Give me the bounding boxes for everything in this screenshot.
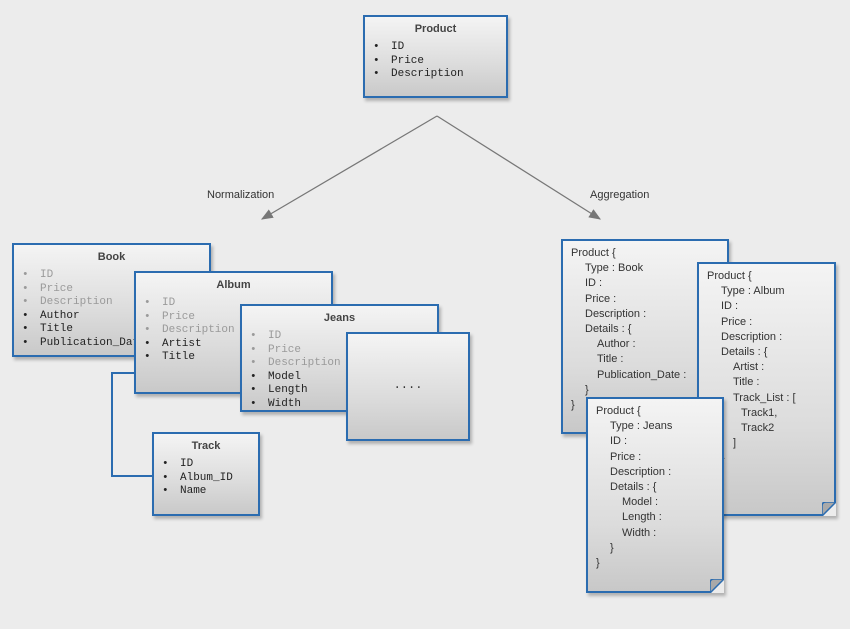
jeans-field-inherited: •ID: [250, 330, 282, 342]
jeans-field: •Model: [250, 370, 302, 383]
track-title: Track: [191, 440, 221, 452]
doc-line: Track1,: [741, 406, 778, 419]
doc-line: }: [610, 541, 614, 554]
normalization-arrow: [260, 115, 438, 220]
doc-line: Type : Album: [721, 285, 785, 298]
album-field-inherited: •Description: [144, 324, 235, 337]
book-field-inherited: •Price: [22, 282, 74, 295]
doc-line: Artist :: [733, 361, 765, 374]
album-field-list: •ID •Price •Description •Artist •Title: [136, 297, 331, 365]
track-entity: Track •ID •Album_ID •Name: [152, 432, 260, 516]
doc-line: Author :: [597, 338, 636, 351]
product-field: •Price: [373, 54, 425, 67]
book-field: •Author: [22, 309, 80, 322]
jeans-field-list: •ID •Price •Description •Model •Length •…: [242, 330, 437, 410]
product-field: •ID: [373, 41, 405, 53]
doc-line: Publication_Date :: [597, 368, 687, 381]
doc-line: Length :: [622, 511, 662, 524]
ellipsis-text: ....: [393, 378, 423, 392]
doc-line: Title :: [733, 376, 760, 389]
album-title: Album: [216, 279, 251, 291]
doc-line: }: [707, 451, 834, 466]
doc-line: Price :: [721, 315, 753, 328]
doc-line: }: [596, 557, 600, 570]
book-title: Book: [97, 251, 126, 263]
doc-line: ID :: [721, 300, 739, 313]
book-field-list: •ID •Price •Description •Author •Title •…: [14, 269, 209, 351]
doc-line: Title :: [597, 353, 624, 366]
album-field: •Title: [144, 351, 196, 364]
doc-line: Model :: [622, 496, 659, 509]
book-field-inherited: •ID: [22, 269, 54, 281]
doc-line: Details : {: [721, 346, 768, 359]
album-field: •Artist: [144, 337, 202, 350]
aggregation-arrow: [436, 115, 602, 220]
jeans-field-inherited: •Description: [250, 357, 341, 370]
jeans-field-inherited: •Price: [250, 343, 302, 356]
track-field: •Name: [162, 485, 207, 498]
track-field: •Album_ID: [162, 471, 233, 484]
book-field: •Publication_Date: [22, 336, 146, 349]
book-field: •Title: [22, 323, 74, 336]
jeans-document: Product { Type : Jeans ID : Price : Desc…: [586, 397, 724, 593]
jeans-title: Jeans: [323, 312, 356, 324]
track-field: •ID: [162, 458, 194, 470]
doc-line: Description :: [610, 465, 672, 478]
doc-line: Details : {: [610, 481, 657, 494]
product-title: Product: [414, 23, 457, 35]
album-document: Product { Type : Album ID : Price : Desc…: [697, 262, 836, 516]
doc-line: Product {: [707, 270, 752, 282]
album-field-inherited: •ID: [144, 297, 176, 309]
page-fold-icon: [822, 502, 836, 516]
doc-line: Description :: [721, 330, 783, 343]
doc-line: Product {: [571, 247, 616, 259]
doc-line: }: [571, 399, 575, 412]
doc-line: }: [585, 383, 589, 396]
album-track-connector: [111, 372, 152, 477]
doc-line: Type : Jeans: [610, 420, 673, 433]
book-field-inherited: •Description: [22, 296, 113, 309]
aggregation-label: Aggregation: [590, 189, 650, 201]
doc-line: Description :: [585, 307, 647, 320]
doc-line: ID :: [610, 435, 628, 448]
jeans-field: •Width: [250, 397, 302, 410]
doc-line: Product {: [596, 405, 641, 417]
product-field: •Description: [373, 68, 464, 81]
doc-line: Track2: [741, 422, 775, 435]
doc-line: Width :: [622, 526, 657, 539]
doc-line: Price :: [585, 292, 617, 305]
track-field-list: •ID •Album_ID •Name: [154, 458, 258, 499]
doc-line: Type : Book: [585, 262, 644, 275]
doc-line: Track_List : [: [733, 391, 796, 404]
jeans-field: •Length: [250, 384, 308, 397]
doc-line: Price :: [610, 450, 642, 463]
doc-line: Details : {: [585, 323, 632, 336]
product-field-list: •ID •Price •Description: [365, 41, 506, 82]
more-entities-box: ....: [346, 332, 470, 441]
page-fold-icon: [710, 579, 724, 593]
product-entity: Product •ID •Price •Description: [363, 15, 508, 98]
normalization-label: Normalization: [207, 189, 275, 201]
album-field-inherited: •Price: [144, 310, 196, 323]
doc-line: ]: [733, 437, 737, 450]
doc-line: ID :: [585, 277, 603, 290]
